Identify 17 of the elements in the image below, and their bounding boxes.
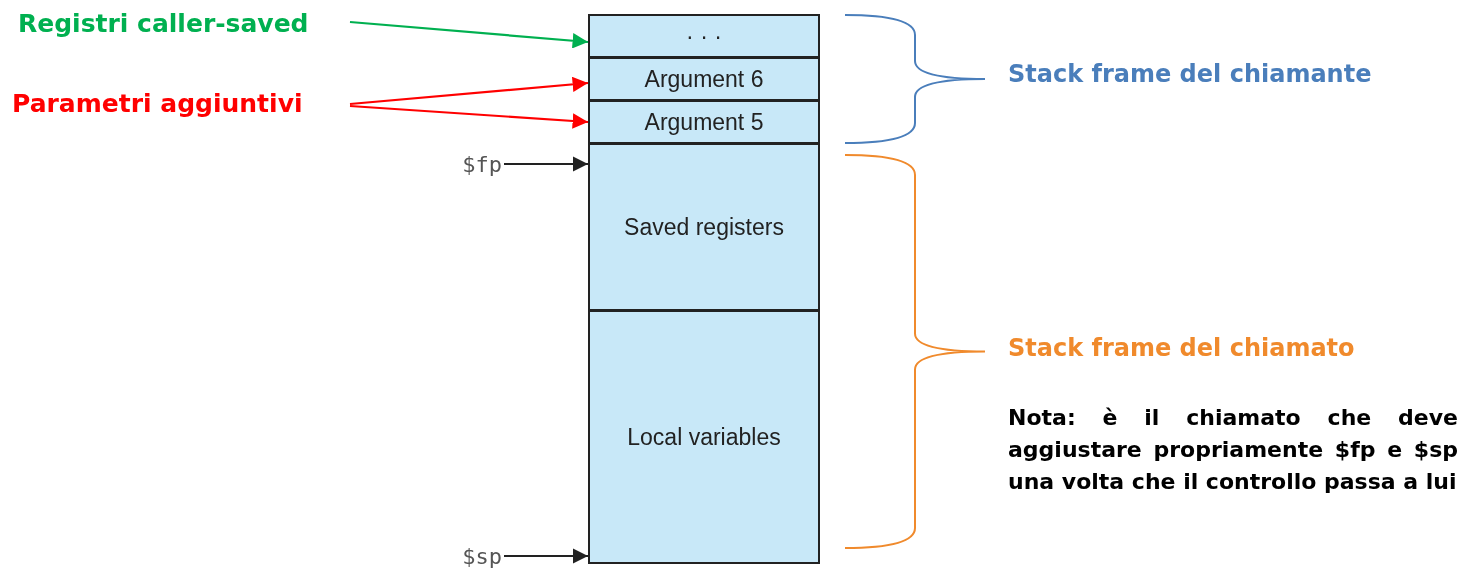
stack-cell: Saved registers [588,143,820,311]
stack-cell: Argument 6 [588,57,820,101]
annotation-text: Registri caller-saved [18,8,330,38]
brace-label: Stack frame del chiamato [1008,334,1356,362]
stack-cell: · · · [588,14,820,58]
pointer-label: $sp [444,542,502,570]
arrow [504,156,588,172]
brace-label: Stack frame del chiamante [1008,60,1373,88]
arrow [349,104,589,129]
arrow [349,76,589,106]
note-text: Nota: è il chiamato che deve aggiustare propriamente $fp e $sp una volta che il controllo passa a lui [1008,404,1458,496]
stack-cell: Local variables [588,310,820,564]
annotation-text: Parametri aggiuntivi [12,86,330,120]
pointer-label: $fp [444,150,502,178]
arrow [349,20,589,49]
arrow [504,548,588,564]
stack-cell: Argument 5 [588,100,820,144]
